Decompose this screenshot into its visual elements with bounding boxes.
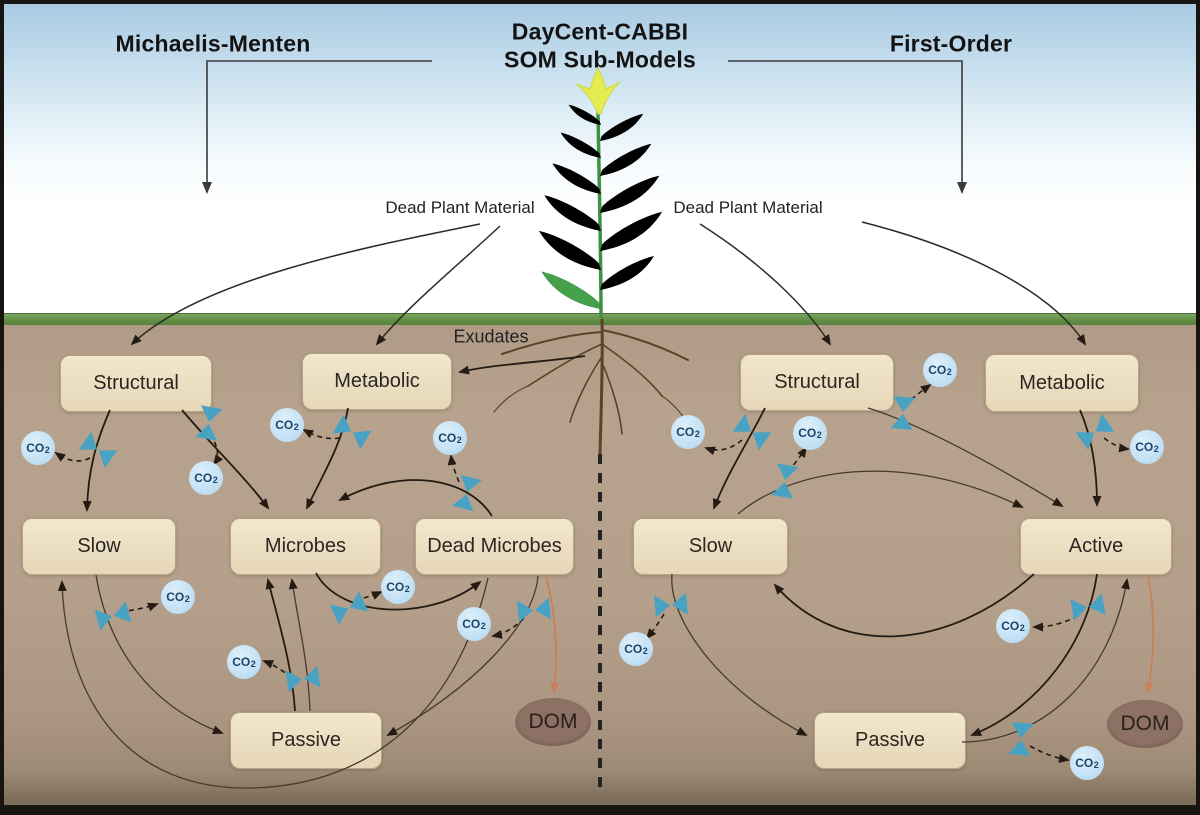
right-model-title: First-Order [889, 30, 1013, 57]
mm-pool-structural: Structural [60, 355, 212, 412]
flow-valve-icon [1008, 722, 1034, 756]
flow-valve-icon [285, 665, 321, 693]
mm-pool-microbes: Microbes [230, 518, 381, 575]
fo-pool-slow: Slow [633, 518, 788, 575]
mm-dom-pool: DOM [515, 698, 591, 746]
mm-pool-metabolic: Metabolic [302, 353, 452, 410]
exudates-label: Exudates [453, 326, 529, 347]
flow-valve-icon [517, 597, 551, 623]
fo-pool-structural: Structural [740, 354, 894, 411]
fo-dom-pool: DOM [1107, 700, 1183, 748]
mm-pool-dead-microbes: Dead Microbes [415, 518, 574, 575]
flow-valve-icon [890, 396, 916, 430]
center-title-line1: DayCent-CABBI [511, 18, 689, 45]
fo-pool-passive: Passive [814, 712, 966, 769]
center-title-line2: SOM Sub-Models [504, 46, 696, 73]
mm-pool-passive: Passive [230, 712, 382, 769]
fo-pool-metabolic: Metabolic [985, 354, 1139, 412]
mm-pool-slow: Slow [22, 518, 176, 575]
dead-plant-material-label-right: Dead Plant Material [673, 198, 823, 217]
fo-pool-active: Active [1020, 518, 1172, 575]
dead-plant-material-label-left: Dead Plant Material [385, 198, 535, 217]
left-model-title: Michaelis-Menten [115, 30, 311, 57]
flow-valve-icon [654, 592, 688, 618]
